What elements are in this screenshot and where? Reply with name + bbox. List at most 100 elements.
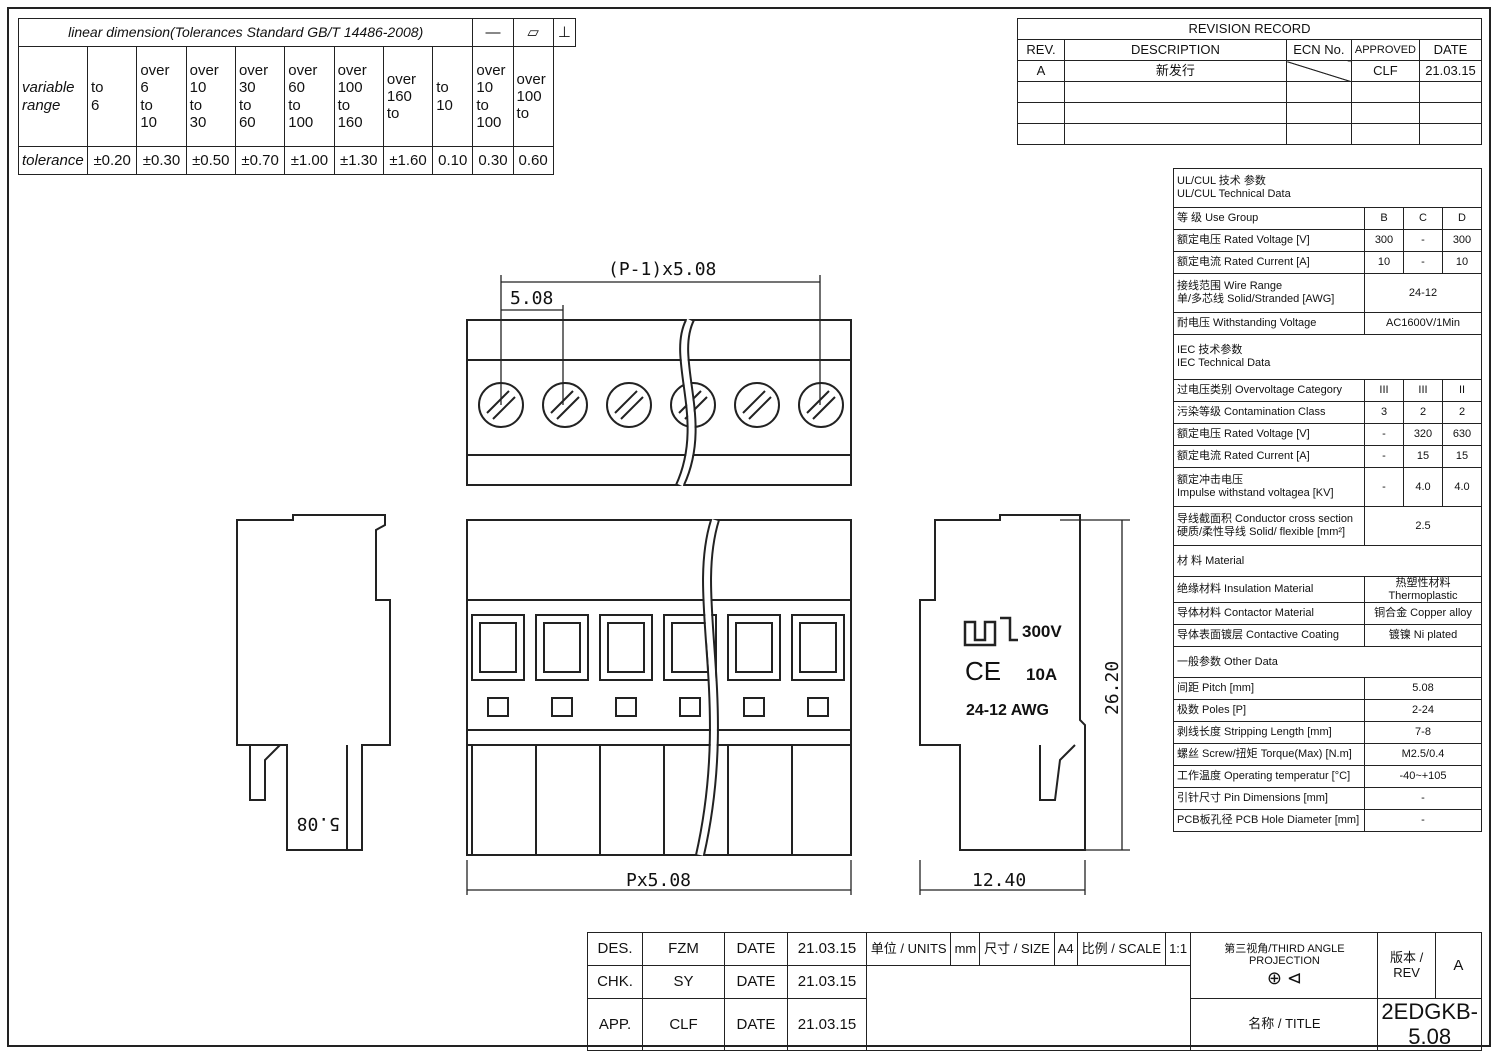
rev-header: REV. — [1017, 39, 1065, 61]
tol-value: ±0.30 — [136, 146, 187, 175]
des-name: FZM — [642, 932, 725, 966]
tol-value: 0.60 — [512, 146, 554, 175]
left-side-view: 5.08 — [236, 514, 391, 851]
iec-rated-voltage-label: 额定电压 Rated Voltage [V] — [1173, 423, 1365, 446]
date-value: 21.03.15 — [1419, 60, 1482, 82]
ecn-value — [1285, 60, 1352, 82]
title-block: DES. FZM DATE 21.03.15 单位 / UNITS mm 尺寸 … — [587, 932, 1483, 1051]
screw-slot — [614, 390, 638, 414]
wire-entry — [727, 614, 781, 681]
revision-title: REVISION RECORD — [1017, 18, 1482, 40]
tol-value: 0.10 — [432, 146, 474, 175]
wire-entry-inner — [543, 622, 581, 673]
perpendicularity-symbol: ⊥ — [552, 18, 577, 47]
ul-logo-icon — [963, 616, 1018, 647]
coating-label: 导体表面镀层 Contactive Coating — [1173, 624, 1365, 648]
screw-slot — [556, 396, 580, 420]
app-date: 21.03.15 — [787, 998, 867, 1051]
wire-entry — [471, 614, 525, 681]
test-port — [551, 697, 573, 717]
size-label: 尺寸 / SIZE — [979, 932, 1055, 966]
screw-slot — [620, 396, 644, 420]
third-angle-projection-icon: ⊕ ⊲ — [1266, 967, 1302, 988]
wire-entry-inner — [671, 622, 709, 673]
temp-label: 工作温度 Operating temperatur [°C] — [1173, 765, 1365, 789]
chk-date: 21.03.15 — [787, 965, 867, 999]
screw-icon — [798, 382, 844, 428]
dim-side: 5.08 — [297, 813, 340, 834]
app-name: CLF — [642, 998, 725, 1051]
screw-slot — [812, 396, 836, 420]
withstand-label: 耐电压 Withstanding Voltage — [1173, 312, 1365, 335]
range-label: variable range — [18, 46, 88, 147]
screw-slot — [550, 390, 574, 414]
scale-label: 比例 / SCALE — [1076, 932, 1166, 966]
wire-entry-inner — [799, 622, 837, 673]
wire-entry-inner — [735, 622, 773, 673]
top-view: (P-1)x5.08 5.08 — [466, 259, 852, 487]
mark-awg: 24-12 AWG — [966, 702, 1049, 719]
screw-icon — [542, 382, 588, 428]
tolerance-table: linear dimension(Tolerances Standard GB/… — [17, 18, 577, 175]
straightness-symbol: — — [472, 18, 514, 47]
pcb-label: PCB板孔径 PCB Hole Diameter [mm] — [1173, 809, 1365, 833]
screw-slot — [492, 396, 516, 420]
dim-pitch: 5.08 — [510, 288, 553, 309]
wire-entry-inner — [479, 622, 517, 673]
screw-slot — [748, 396, 772, 420]
drawing-title: 2EDGKB-5.08 — [1377, 998, 1482, 1051]
des-label: DES. — [587, 932, 643, 966]
wire-entry — [663, 614, 717, 681]
screw-slot — [806, 390, 830, 414]
title-label: 名称 / TITLE — [1190, 998, 1379, 1051]
date-label: DATE — [724, 932, 788, 966]
insulation-label: 绝缘材料 Insulation Material — [1173, 575, 1365, 604]
revision-table: REVISION RECORD REV. DESCRIPTION ECN No.… — [1017, 18, 1482, 145]
tol-value: ±0.20 — [86, 146, 138, 175]
dim-depth: 12.40 — [972, 870, 1026, 891]
tol-value: ±1.00 — [284, 146, 335, 175]
rev-value: A — [1434, 932, 1483, 999]
dim-height: 26.20 — [1102, 661, 1123, 715]
mark-current: 10A — [1026, 665, 1057, 684]
mark-voltage: 300V — [1022, 622, 1062, 641]
front-view: Px5.08 — [466, 519, 852, 895]
projection-cell: 第三视角/THIRD ANGLE PROJECTION ⊕ ⊲ — [1190, 932, 1379, 999]
units-label: 单位 / UNITS — [865, 932, 952, 966]
dim-width: Px5.08 — [626, 870, 691, 891]
wire-entry — [599, 614, 653, 681]
screw-slot — [486, 390, 510, 414]
wire-entry — [535, 614, 589, 681]
screw-icon — [734, 382, 780, 428]
units-value: mm — [950, 932, 981, 966]
tolerance-label: tolerance — [18, 146, 88, 175]
tol-value: ±0.70 — [234, 146, 286, 175]
tol-value: ±1.30 — [333, 146, 384, 175]
other-header: 一般参数 Other Data — [1173, 646, 1482, 679]
dim-pitch-span: (P-1)x5.08 — [608, 259, 716, 280]
screw-icon — [606, 382, 652, 428]
iec-rated-current-label: 额定电流 Rated Current [A] — [1173, 445, 1365, 468]
wire-entry-inner — [607, 622, 645, 673]
scale-value: 1:1 — [1164, 932, 1192, 966]
test-port — [807, 697, 829, 717]
rev-label: 版本 / REV — [1377, 932, 1436, 999]
terminal-row — [471, 614, 845, 855]
test-port — [615, 697, 637, 717]
app-label: APP. — [587, 998, 643, 1051]
ce-mark-icon: CE — [965, 656, 1001, 686]
pitch-label: 间距 Pitch [mm] — [1173, 677, 1365, 701]
overvoltage-label: 过电压类别 Overvoltage Category — [1173, 379, 1365, 402]
